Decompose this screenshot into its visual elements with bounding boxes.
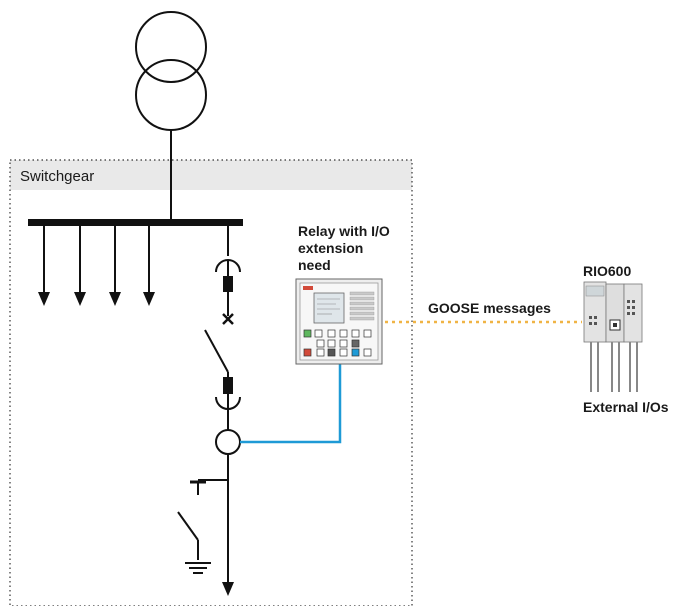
relay-label-line-2: extension [298,240,363,256]
relay-label-line-1: Relay with I/O [298,223,390,239]
outgoing-feeders [38,226,155,306]
protection-relay [295,278,383,365]
switchgear-enclosure: Switchgear [9,159,413,606]
relay-display-screen [313,292,345,324]
feeder-bay [177,226,241,596]
transformer-symbol [135,11,207,222]
rio600-device [583,281,643,392]
external-ios-label: External I/Os [583,399,669,415]
goose-messages-label: GOOSE messages [428,300,551,316]
busbar [28,219,243,226]
relay-connection-cable [240,364,342,444]
relay-label-line-3: need [298,257,331,273]
switchgear-label: Switchgear [20,168,94,185]
relay-label: Relay with I/O extension need [298,223,394,273]
rio600-label: RIO600 [583,263,631,279]
